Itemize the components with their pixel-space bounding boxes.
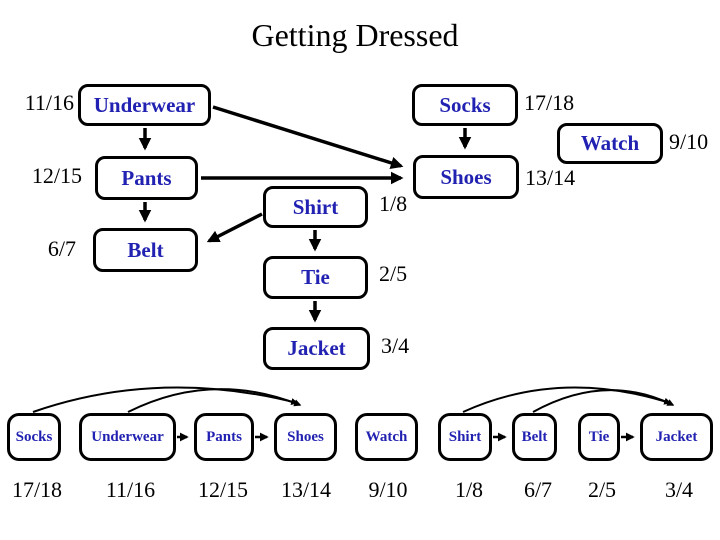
sorted-arc-socks-shoes — [32, 386, 299, 413]
edge-underwear-shoes — [212, 105, 404, 169]
sorted-time-jacket: 3/4 — [664, 477, 694, 502]
sorted-arc-belt-jacket — [532, 389, 675, 413]
time-tie: 2/5 — [379, 261, 408, 286]
sorted-node-jacket: Jacket — [640, 413, 713, 461]
sorted-node-belt: Belt — [512, 413, 557, 461]
time-socks: 17/18 — [524, 90, 575, 115]
node-jacket: Jacket — [263, 327, 370, 370]
sorted-arc-underwear-shoes — [127, 388, 302, 413]
sorted-arc-shirt-jacket — [462, 386, 672, 413]
sorted-node-shirt: Shirt — [438, 413, 492, 461]
time-underwear: 11/16 — [24, 90, 74, 115]
time-shirt: 1/8 — [379, 191, 408, 216]
sorted-time-belt: 6/7 — [523, 477, 553, 502]
time-watch: 9/10 — [669, 129, 709, 154]
sorted-node-shoes: Shoes — [274, 413, 337, 461]
edge-shirt-belt — [206, 212, 263, 243]
sorted-time-shirt: 1/8 — [454, 477, 484, 502]
node-tie: Tie — [263, 256, 368, 299]
sorted-time-underwear: 11/16 — [105, 477, 156, 502]
sorted-node-tie: Tie — [578, 413, 620, 461]
sorted-time-tie: 2/5 — [587, 477, 617, 502]
sorted-time-shoes: 13/14 — [280, 477, 332, 502]
sorted-node-pants: Pants — [194, 413, 254, 461]
time-pants: 12/15 — [31, 163, 82, 188]
time-jacket: 3/4 — [381, 333, 410, 358]
node-pants: Pants — [95, 156, 198, 200]
sorted-time-watch: 9/10 — [368, 477, 408, 502]
sorted-node-underwear: Underwear — [79, 413, 176, 461]
node-shirt: Shirt — [263, 186, 368, 228]
sorted-time-pants: 12/15 — [197, 477, 249, 502]
node-belt: Belt — [93, 228, 198, 272]
node-watch: Watch — [557, 123, 663, 164]
time-belt: 6/7 — [47, 236, 76, 261]
slide-title: Getting Dressed — [251, 17, 459, 53]
node-underwear: Underwear — [78, 84, 211, 126]
sorted-node-watch: Watch — [355, 413, 418, 461]
node-socks: Socks — [412, 84, 518, 126]
node-shoes: Shoes — [413, 155, 519, 199]
sorted-time-socks: 17/18 — [11, 477, 63, 502]
time-shoes: 13/14 — [525, 165, 576, 190]
sorted-node-socks: Socks — [7, 413, 61, 461]
